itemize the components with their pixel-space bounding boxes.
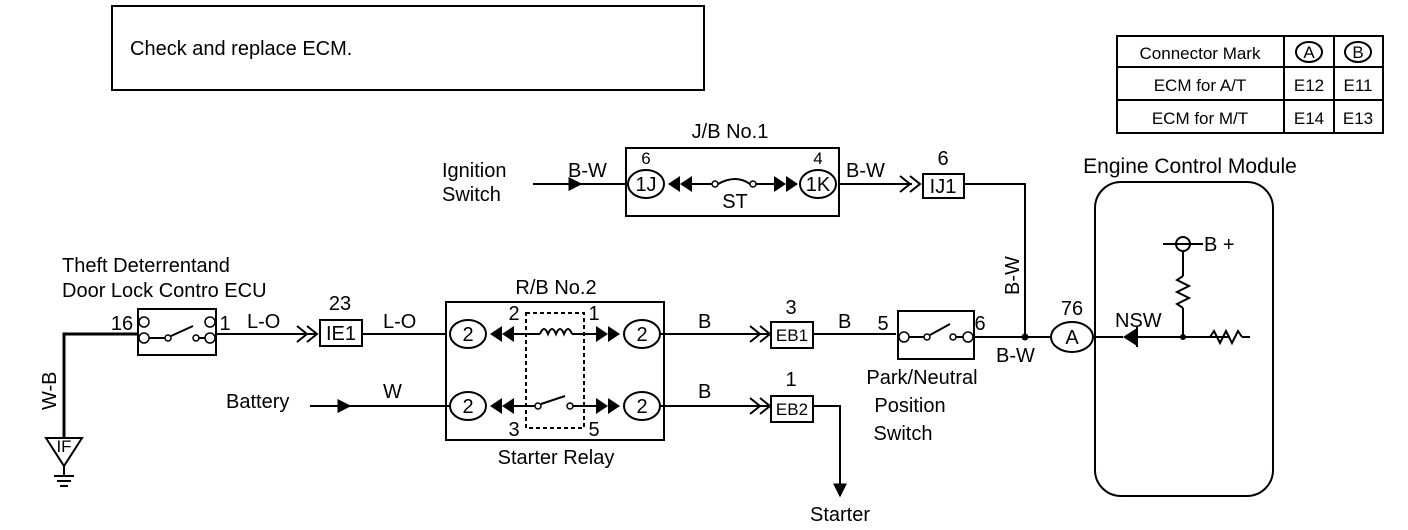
- starter-label: Starter: [810, 504, 870, 526]
- wire-b-relay: B: [698, 311, 711, 333]
- wire-bw-ignition: B-W: [568, 160, 607, 182]
- svg-text:2: 2: [636, 396, 647, 418]
- table-row-mt-label: ECM for M/T: [1152, 109, 1248, 128]
- svg-text:Park/Neutral: Park/Neutral: [866, 367, 977, 389]
- connector-1k: [799, 169, 837, 199]
- svg-text:4: 4: [813, 149, 822, 168]
- svg-text:1: 1: [785, 369, 796, 391]
- table-header-b: B: [1352, 43, 1363, 62]
- engine-control-module: Engine Control Module NSW B +: [1083, 155, 1297, 497]
- starter-relay-label: Starter Relay: [498, 447, 615, 469]
- rb-label: R/B No.2: [515, 277, 596, 299]
- svg-text:6: 6: [937, 148, 948, 170]
- wire-bw-vertical: B-W: [1002, 256, 1024, 295]
- svg-text:IJ1: IJ1: [930, 176, 957, 198]
- svg-text:3: 3: [785, 297, 796, 319]
- table-row-at-b: E11: [1344, 76, 1373, 95]
- wire-b-eb1: B: [838, 311, 851, 333]
- wire-w: W: [383, 381, 402, 403]
- connector-eb2: 1 EB2: [770, 369, 814, 423]
- table-row-mt-a: E14: [1294, 109, 1324, 128]
- wire-lo-1: L-O: [247, 311, 280, 333]
- relay-term-5: 5: [588, 419, 599, 441]
- wire-b-relay2: B: [698, 381, 711, 403]
- splice-point: [1021, 333, 1029, 341]
- svg-text:IE1: IE1: [326, 323, 356, 345]
- note-box: Check and replace ECM.: [111, 5, 705, 91]
- park-neutral-switch: 5 6 Park/Neutral Position Switch: [866, 310, 986, 445]
- svg-text:76: 76: [1061, 298, 1083, 320]
- b-plus-label: B +: [1204, 234, 1235, 256]
- wire-lo-2: L-O: [383, 311, 416, 333]
- svg-text:23: 23: [329, 293, 351, 315]
- nsw-label: NSW: [1115, 310, 1162, 332]
- svg-text:2: 2: [636, 324, 647, 346]
- ecm-label: Engine Control Module: [1083, 155, 1297, 178]
- junction-block-1: J/B No.1 6 1J ST 4 1K: [625, 121, 840, 217]
- starter-relay-outline: [525, 312, 585, 429]
- pns-pin-6: 6: [974, 313, 985, 335]
- svg-text:1K: 1K: [806, 174, 831, 196]
- svg-text:Theft Deterrentand: Theft Deterrentand: [62, 255, 230, 277]
- wire-bw-jb: B-W: [846, 160, 885, 182]
- table-row-mt-b: E13: [1343, 109, 1373, 128]
- ecu-pin-16: 16: [111, 313, 133, 335]
- svg-text:6: 6: [641, 149, 650, 168]
- pullup-resistor-icon: [1174, 275, 1192, 309]
- ignition-switch: Ignition Switch: [442, 160, 507, 206]
- wire-bw-pns: B-W: [996, 345, 1035, 367]
- svg-text:EB2: EB2: [776, 400, 808, 419]
- svg-text:EB1: EB1: [776, 326, 808, 345]
- ground-symbol: IF: [44, 437, 84, 487]
- internal-resistor-icon: [1209, 328, 1243, 346]
- svg-text:Position: Position: [874, 395, 945, 417]
- wire-wb: W-B: [39, 371, 61, 410]
- svg-text:Switch: Switch: [874, 423, 933, 445]
- svg-text:Switch: Switch: [442, 184, 501, 206]
- svg-text:2: 2: [462, 396, 473, 418]
- connector-ie1: 23 IE1: [319, 293, 363, 347]
- svg-text:A: A: [1065, 327, 1079, 349]
- relay-term-3: 3: [508, 419, 519, 441]
- relay-term-1: 1: [588, 303, 599, 325]
- connector-table: Connector Mark A B ECM for A/T E12 E11 E…: [1116, 35, 1384, 134]
- connector-mark-b: [1344, 41, 1372, 63]
- svg-text:2: 2: [462, 324, 473, 346]
- connector-ij1: 6 IJ1: [922, 148, 965, 199]
- table-row-at-a: E12: [1294, 76, 1324, 95]
- svg-text:IF: IF: [56, 437, 71, 456]
- pns-pin-5: 5: [877, 313, 888, 335]
- table-header-a: A: [1303, 43, 1315, 62]
- nsw-diode-icon: [1123, 328, 1137, 346]
- note-text: Check and replace ECM.: [130, 38, 352, 60]
- table-header-label: Connector Mark: [1140, 44, 1261, 63]
- relay-block-2: R/B No.2 2 2 2 2 2 1 3 5 Starter Relay: [445, 277, 665, 469]
- jb-label: J/B No.1: [692, 121, 769, 143]
- svg-text:Door Lock Contro ECU: Door Lock Contro ECU: [62, 280, 267, 302]
- relay-term-2: 2: [508, 303, 519, 325]
- connector-eb1: 3 EB1: [770, 297, 814, 349]
- theft-deterrent-ecu: Theft Deterrentand Door Lock Contro ECU …: [62, 255, 267, 356]
- connector-mark-a: [1295, 41, 1323, 63]
- svg-text:1J: 1J: [635, 174, 656, 196]
- svg-text:Ignition: Ignition: [442, 160, 507, 182]
- battery-label: Battery: [226, 391, 289, 413]
- ecu-pin-1: 1: [219, 313, 230, 335]
- connector-1j: [627, 169, 665, 199]
- ecm-connector-a: 76 A: [1050, 298, 1094, 353]
- table-row-at-label: ECM for A/T: [1154, 76, 1247, 95]
- fuse-st-label: ST: [722, 191, 748, 213]
